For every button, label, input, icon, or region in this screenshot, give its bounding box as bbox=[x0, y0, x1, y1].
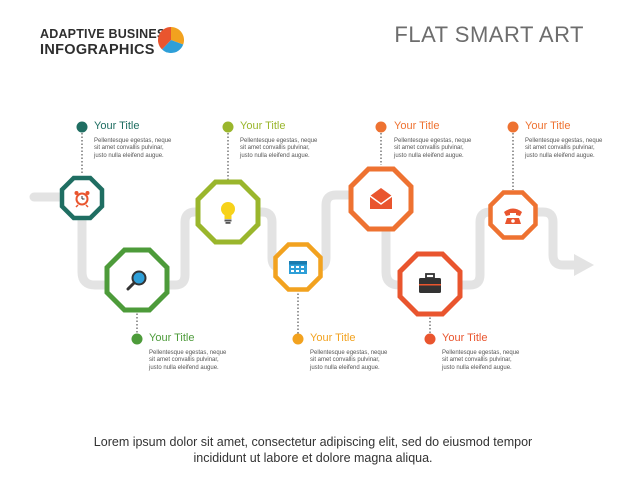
step-2-text: Your Title Pellentesque egestas, neque s… bbox=[149, 332, 269, 372]
alarm-clock-icon bbox=[74, 191, 90, 208]
step-6-text: Your Title Pellentesque egestas, neque s… bbox=[442, 332, 562, 372]
step-2-desc: Pellentesque egestas, neque sit amet con… bbox=[149, 350, 227, 371]
step-6-title: Your Title bbox=[442, 332, 488, 344]
step-6-desc: Pellentesque egestas, neque sit amet con… bbox=[442, 350, 520, 371]
step-1-desc: Pellentesque egestas, neque sit amet con… bbox=[94, 138, 172, 159]
caption-line-2: incididunt ut labore et dolore magna ali… bbox=[193, 451, 433, 465]
step-1-text: Your Title Pellentesque egestas, neque s… bbox=[94, 120, 214, 160]
step-7-dot bbox=[507, 121, 519, 133]
step-5-dot bbox=[375, 121, 387, 133]
step-3-title: Your Title bbox=[240, 120, 286, 132]
briefcase-icon bbox=[419, 273, 441, 293]
caption-line-1: Lorem ipsum dolor sit amet, consectetur … bbox=[93, 435, 533, 449]
step-1-dot bbox=[76, 121, 88, 133]
step-5-text: Your Title Pellentesque egestas, neque s… bbox=[394, 120, 514, 160]
step-7-text: Your Title Pellentesque egestas, neque s… bbox=[525, 120, 626, 160]
brand-line-2: INFOGRAPHICS bbox=[40, 42, 155, 58]
step-4-desc: Pellentesque egestas, neque sit amet con… bbox=[310, 350, 388, 371]
path-arrowhead bbox=[574, 254, 594, 276]
envelope-icon bbox=[369, 188, 393, 209]
step-4-dot bbox=[292, 333, 304, 345]
step-1-title: Your Title bbox=[94, 120, 140, 132]
step-6-dot bbox=[424, 333, 436, 345]
brand-logo: ADAPTIVE BUSINESS INFOGRAPHICS bbox=[40, 26, 174, 58]
step-3-text: Your Title Pellentesque egestas, neque s… bbox=[240, 120, 360, 160]
step-4-text: Your Title Pellentesque egestas, neque s… bbox=[310, 332, 430, 372]
page-title: FLAT SMART ART bbox=[394, 22, 584, 47]
step-5-desc: Pellentesque egestas, neque sit amet con… bbox=[394, 138, 472, 159]
step-3-dot bbox=[222, 121, 234, 133]
step-2-octagon bbox=[104, 247, 170, 313]
light-bulb-icon bbox=[221, 202, 235, 224]
calendar-icon bbox=[289, 261, 307, 274]
step-7-title: Your Title bbox=[525, 120, 571, 132]
step-5-octagon bbox=[348, 166, 414, 232]
magnifier-icon bbox=[126, 270, 147, 291]
step-5-title: Your Title bbox=[394, 120, 440, 132]
step-4-octagon bbox=[273, 242, 323, 292]
step-2-title: Your Title bbox=[149, 332, 195, 344]
step-2-dot bbox=[131, 333, 143, 345]
pie-logo-icon bbox=[157, 26, 185, 54]
step-3-desc: Pellentesque egestas, neque sit amet con… bbox=[240, 138, 318, 159]
brand-line-1: ADAPTIVE BUSINESS bbox=[40, 27, 174, 41]
step-7-desc: Pellentesque egestas, neque sit amet con… bbox=[525, 138, 603, 159]
caption-text: Lorem ipsum dolor sit amet, consectetur … bbox=[0, 434, 626, 466]
step-6-octagon bbox=[397, 251, 463, 317]
process-path bbox=[29, 190, 583, 290]
step-3-octagon bbox=[195, 179, 261, 245]
step-4-title: Your Title bbox=[310, 332, 356, 344]
telephone-icon bbox=[504, 208, 522, 224]
step-7-octagon bbox=[488, 190, 538, 240]
step-1-octagon bbox=[59, 175, 105, 221]
